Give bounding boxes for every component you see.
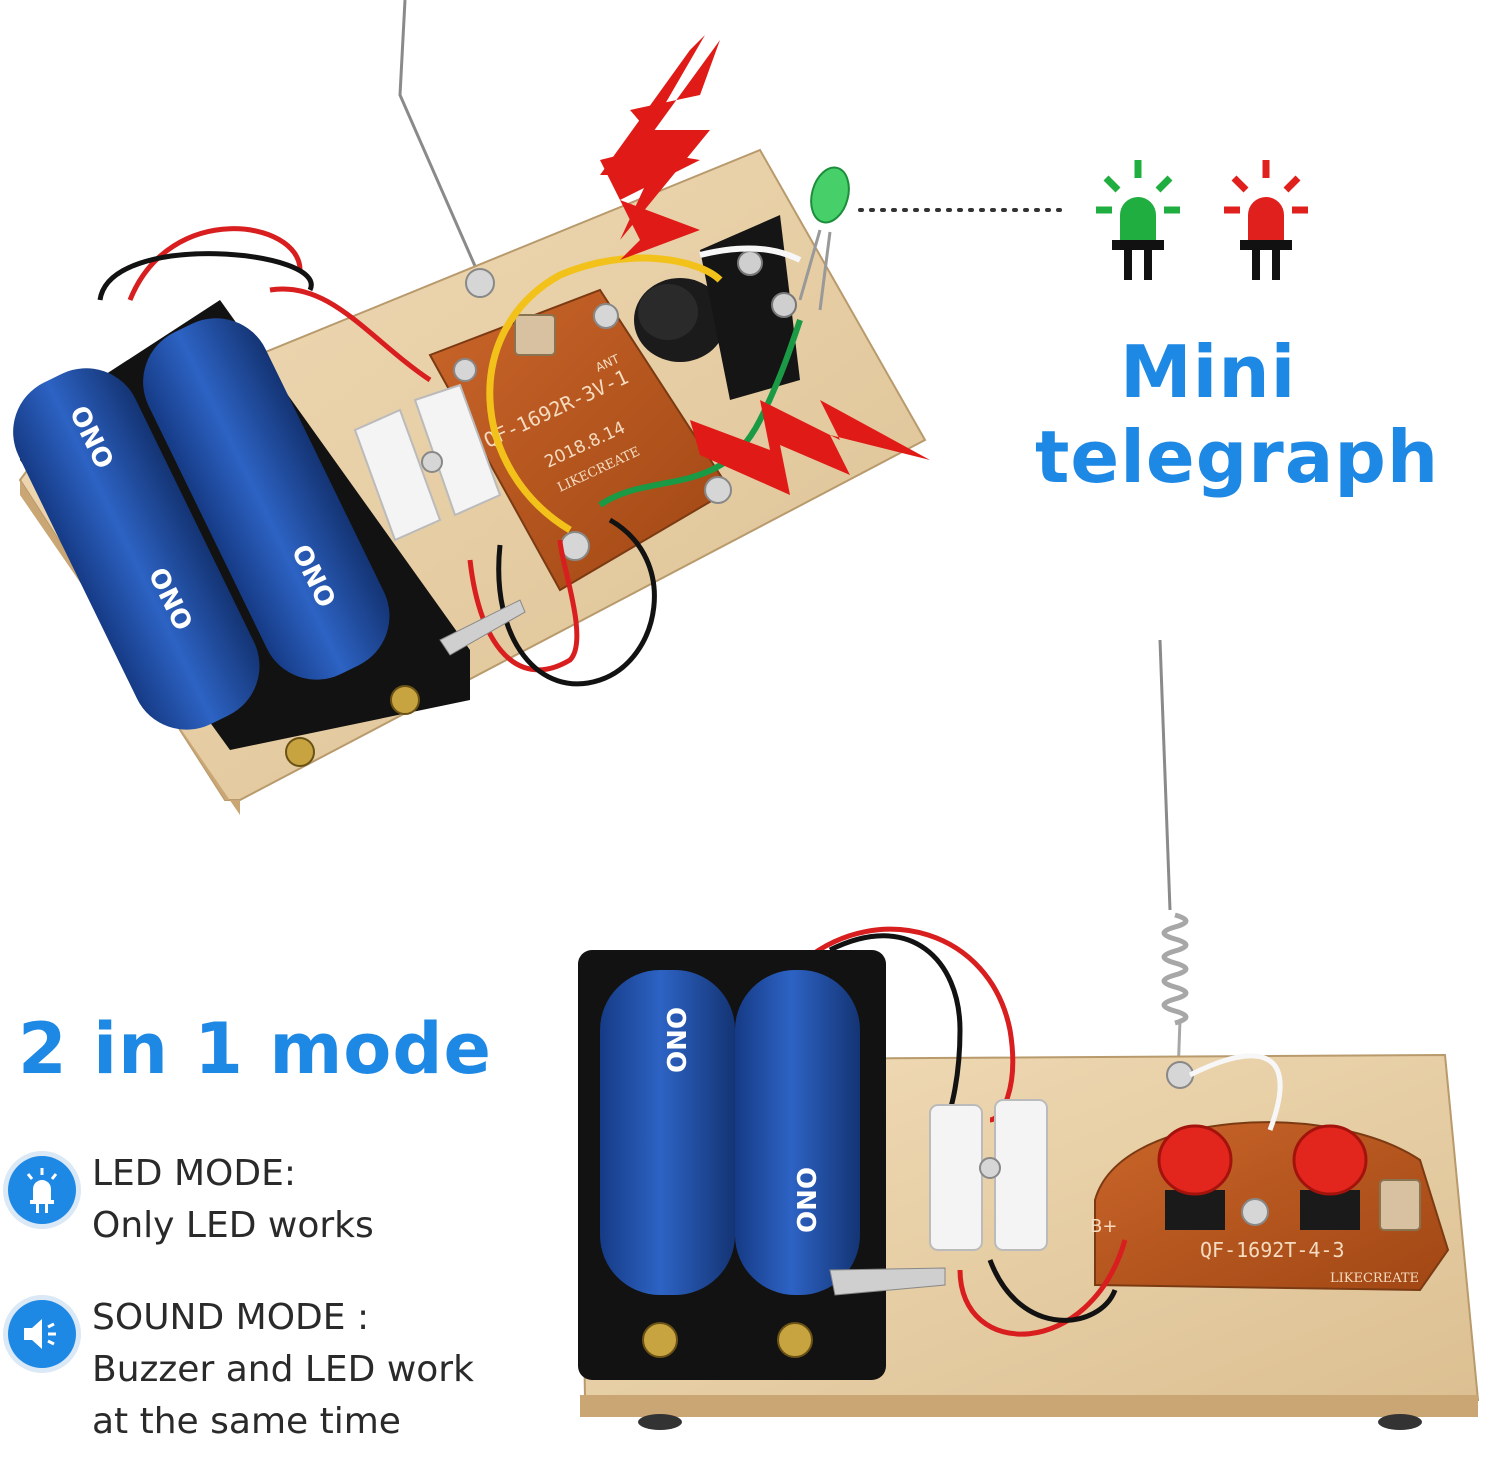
green-wire [598, 319, 803, 508]
screw [453, 358, 477, 382]
led-mode-description: Only LED works [92, 1205, 374, 1246]
red-wire [957, 1239, 1128, 1337]
black-wire [987, 1259, 1118, 1323]
transmitter-bplus-label: B+ [1090, 1216, 1117, 1237]
rubber-foot [638, 1414, 682, 1430]
antenna-spring [1161, 912, 1189, 1026]
push-button-base [1165, 1190, 1225, 1230]
wire-connector [413, 383, 502, 517]
receiver-coil [514, 314, 556, 356]
screw [421, 451, 443, 473]
green-led-icon [1096, 160, 1180, 280]
transmitter-battery-right [735, 970, 860, 1295]
wire-connector [353, 408, 442, 542]
led-leg [818, 231, 832, 311]
led-mode-title: LED MODE: [92, 1153, 296, 1194]
battery-tab [829, 1267, 946, 1296]
transmitter-brand-label: LIKECREATE [1330, 1271, 1419, 1286]
transmitter-battery-left [600, 970, 735, 1295]
red-wire [127, 226, 303, 301]
sound-mode-title: SOUND MODE : [92, 1297, 370, 1338]
green-led [810, 166, 850, 224]
mode-title: 2 in 1 mode [18, 1008, 492, 1090]
sound-mode-description-line1: Buzzer and LED work [92, 1349, 474, 1390]
screw [593, 303, 619, 329]
headline-mini: Mini [1120, 330, 1297, 414]
yellow-wire [486, 254, 723, 533]
receiver-battery-left: ONO ONO [13, 368, 260, 730]
screw [771, 292, 797, 318]
screw [979, 1157, 1001, 1179]
sound-mode-description-line2: at the same time [92, 1401, 401, 1442]
receiver-antenna [398, 0, 484, 283]
screw [1166, 1061, 1194, 1089]
transmitter-model-label: QF-1692T-4-3 [1200, 1238, 1345, 1262]
transmitter-antenna [1158, 639, 1172, 911]
headline-telegraph: telegraph [1035, 415, 1440, 499]
terminal-block [700, 215, 800, 400]
white-wire [1188, 1053, 1283, 1131]
battery-brand-label: ONO [790, 1167, 820, 1233]
battery-terminal [642, 1322, 678, 1358]
receiver-battery-right: ONO [143, 318, 390, 680]
lightning-bolt-icon [600, 35, 710, 240]
screw [704, 476, 732, 504]
red-push-button [1292, 1124, 1368, 1196]
black-wire [97, 251, 314, 301]
transmitter-board-assembly: B+ QF-1692T-4-3 LIKECREATE ONO ONO [578, 639, 1480, 1430]
led-mode-text: LED MODE: Only LED works [92, 1148, 374, 1252]
battery-brand-label: ONO [660, 1007, 690, 1073]
screw [1241, 1198, 1269, 1226]
red-wire [269, 286, 432, 383]
sound-mode-text: SOUND MODE : Buzzer and LED work at the … [92, 1292, 474, 1448]
white-wire [699, 245, 802, 263]
battery-tab [439, 599, 526, 656]
push-button-base [1300, 1190, 1360, 1230]
transmitter-wood-edge [580, 1395, 1478, 1417]
screw [560, 531, 590, 561]
black-wire [828, 933, 963, 1111]
lightning-bolt-icon [600, 40, 720, 260]
red-led-icon [1224, 160, 1308, 280]
battery-terminal [285, 737, 315, 767]
lightning-bolt-icon [690, 400, 930, 495]
rubber-foot [1378, 1414, 1422, 1430]
wire-connector [929, 1104, 983, 1251]
led-leg [798, 229, 822, 301]
buzzer-top [638, 284, 698, 340]
wire-connector [994, 1099, 1048, 1251]
battery-terminal [390, 685, 420, 715]
speaker-icon [8, 1300, 76, 1368]
battery-terminal [777, 1322, 813, 1358]
receiver-board-assembly: QF-1692R-3V-1 2018.8.14 LIKECREATE ANT [13, 0, 927, 815]
red-push-button [1157, 1124, 1233, 1196]
led-icon [8, 1156, 76, 1224]
transmitter-coil [1379, 1179, 1421, 1231]
screw [465, 268, 495, 298]
screw [737, 250, 763, 276]
